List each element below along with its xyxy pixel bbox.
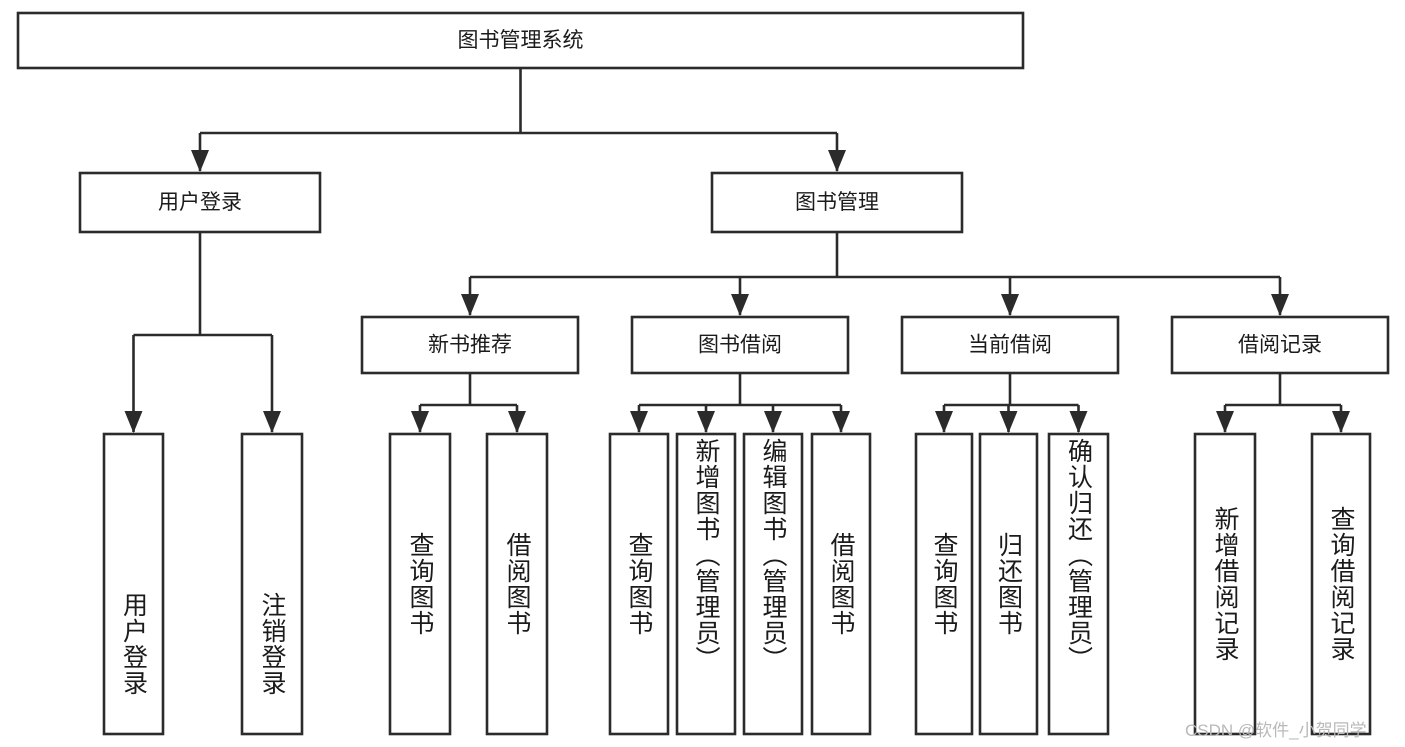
node-label-borrow-record: 借阅记录 — [1238, 334, 1322, 357]
node-box-query-book-3[interactable] — [914, 432, 974, 736]
node-box-borrow-book-2[interactable] — [810, 432, 872, 736]
arrow-head-icon — [124, 411, 143, 433]
node-box-root[interactable] — [16, 11, 1025, 70]
arrow-head-icon — [1271, 294, 1289, 316]
node-label-current-borrow: 当前借阅 — [968, 334, 1052, 357]
arrow-head-icon — [630, 411, 648, 433]
node-label-book-manage: 图书管理 — [795, 191, 879, 214]
node-box-query-book-1[interactable] — [388, 432, 452, 736]
node-box-user-login-do[interactable] — [102, 432, 165, 736]
arrow-head-icon — [764, 411, 782, 433]
node-box-borrow-book-1[interactable] — [485, 432, 549, 736]
arrow-head-icon — [263, 411, 281, 433]
node-label-user-login: 用户登录 — [158, 191, 242, 214]
arrow-head-icon — [731, 294, 749, 316]
arrow-head-icon — [461, 294, 479, 316]
node-box-query-book-2[interactable] — [608, 432, 670, 736]
node-label-root: 图书管理系统 — [458, 29, 584, 52]
arrow-head-icon — [999, 411, 1018, 433]
arrow-head-icon — [411, 411, 429, 433]
node-label-new-book-recommend: 新书推荐 — [428, 334, 512, 357]
arrow-head-icon — [832, 411, 850, 433]
node-box-current-borrow[interactable] — [900, 315, 1120, 375]
watermark-text: CSDN @软件_小贺同学 — [1185, 721, 1367, 740]
arrow-head-icon — [828, 150, 846, 172]
node-label-book-borrow: 图书借阅 — [698, 334, 782, 357]
node-box-layer — [16, 11, 1390, 736]
connector-layer — [124, 68, 1350, 433]
arrow-head-icon — [1069, 411, 1088, 433]
arrow-head-icon — [1001, 294, 1019, 316]
node-box-user-login[interactable] — [78, 171, 322, 234]
node-box-user-logout[interactable] — [240, 432, 304, 736]
node-box-add-borrow-record[interactable] — [1193, 432, 1257, 736]
arrow-head-icon — [697, 411, 715, 433]
node-box-confirm-return-admin[interactable] — [1047, 432, 1110, 736]
node-box-edit-book-admin[interactable] — [742, 432, 804, 736]
node-box-add-book-admin[interactable] — [675, 432, 737, 736]
node-box-borrow-record[interactable] — [1170, 315, 1390, 375]
arrow-head-icon — [191, 150, 209, 172]
node-box-new-book-recommend[interactable] — [360, 315, 580, 375]
arrow-head-icon — [1216, 411, 1234, 433]
node-box-return-book[interactable] — [978, 432, 1039, 736]
arrow-head-icon — [1332, 411, 1350, 433]
node-box-book-borrow[interactable] — [630, 315, 850, 375]
node-box-query-borrow-record[interactable] — [1310, 432, 1372, 736]
arrow-head-icon — [935, 411, 953, 433]
arrow-head-icon — [508, 411, 526, 433]
node-box-book-manage[interactable] — [710, 171, 964, 234]
